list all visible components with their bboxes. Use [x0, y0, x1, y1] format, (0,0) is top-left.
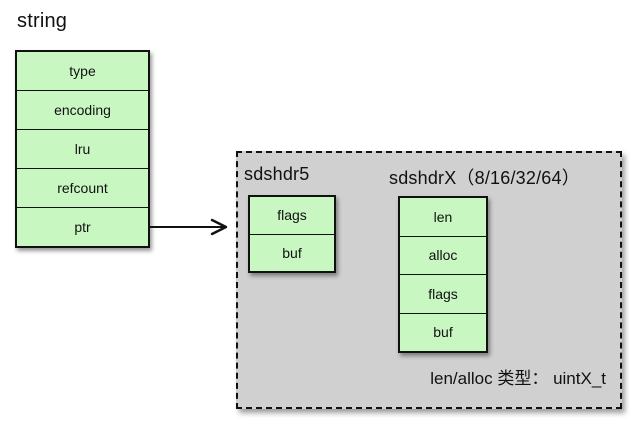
sdshdr5-row-buf: buf	[250, 233, 334, 272]
sdshdr5-row-flags: flags	[277, 207, 307, 224]
sdshdr5-title: sdshdr5	[244, 164, 310, 184]
robj-row-ptr: ptr	[17, 207, 148, 246]
sdshdrx-row-flags: flags	[400, 274, 486, 313]
sdshdrx-title: sdshdrX（8/16/32/64）	[389, 168, 580, 188]
right-arrow-icon	[149, 218, 228, 236]
sdshdrx-row-buf: buf	[400, 312, 486, 352]
len-alloc-type-note: len/alloc 类型： uintX_t	[430, 369, 606, 388]
sdshdrx-row-alloc: alloc	[400, 235, 486, 275]
sdshdrx-table: len alloc flags buf	[398, 196, 488, 353]
robj-row-type: type	[69, 63, 96, 79]
robj-row-encoding: encoding	[17, 90, 148, 129]
sdshdrx-row-len: len	[433, 208, 453, 225]
robj-row-refcount: refcount	[17, 168, 148, 207]
sdshdr5-table: flags buf	[248, 195, 336, 273]
robj-row-lru: lru	[17, 129, 148, 168]
diagram-title: string	[17, 10, 68, 32]
robj-table: type encoding lru refcount ptr	[15, 50, 150, 248]
